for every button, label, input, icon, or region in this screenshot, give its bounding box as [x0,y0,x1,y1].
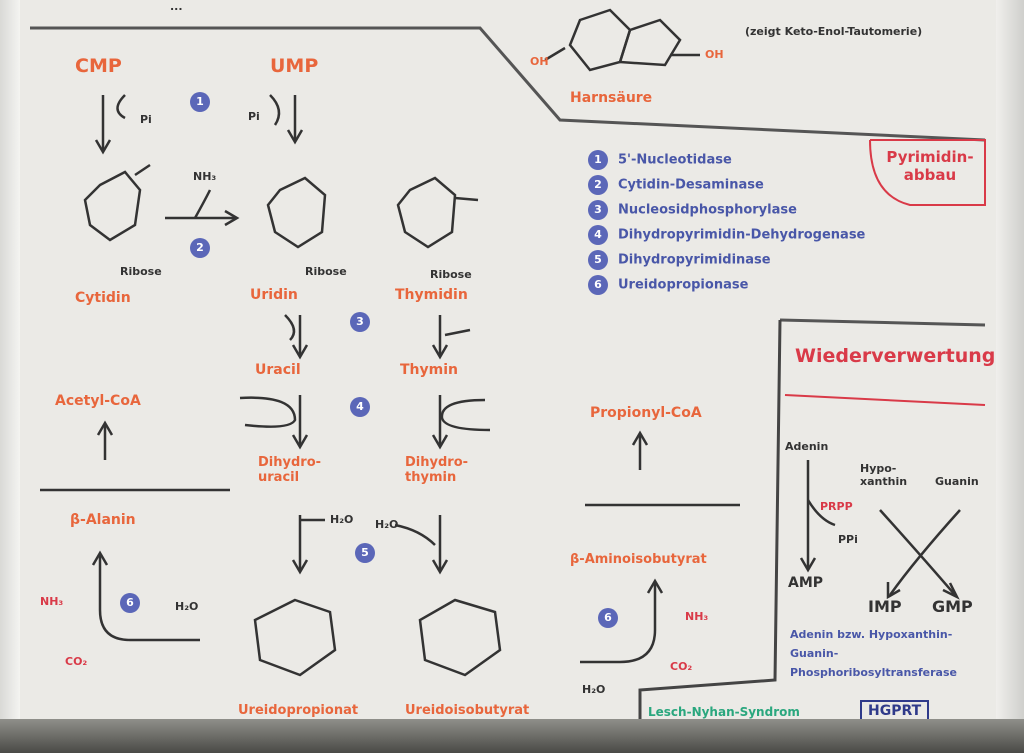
adenin-label: Adenin [785,440,829,453]
pi-label-cmp: Pi [140,113,152,126]
ribose-label-thymidin: Ribose [430,268,472,281]
guanin-label: Guanin [935,475,979,488]
dihydrothymin-label: Dihydro-thymin [405,455,469,485]
board-frame-left [0,0,20,753]
h2o-label-right: H₂O [582,683,606,696]
lesch-nyhan-label: Lesch-Nyhan-Syndrom [648,705,800,719]
gmp-label: GMP [932,597,973,616]
ureidoisobutyrat-label: Ureidoisobutyrat [405,703,530,718]
enzyme-1-marker: 1 [190,92,210,112]
salvage-enzyme-text: Adenin bzw. Hypoxanthin-Guanin-Phosphori… [790,628,957,679]
prpp-label: PRPP [820,500,853,513]
thymidin-label: Thymidin [395,287,468,303]
enzyme-6-marker-left: 6 [120,593,140,613]
uridin-label: Uridin [250,287,298,303]
tautomerie-note: (zeigt Keto-Enol-Tautomerie) [745,25,923,38]
h2o-label-dihydrothymin: H₂O [375,518,399,531]
board-frame-right [996,0,1024,753]
imp-label: IMP [868,597,902,616]
nh3-label-left: NH₃ [40,595,64,608]
amp-label: AMP [788,575,824,591]
nh3-label-right: NH₃ [685,610,709,623]
hypoxanthin-label: Hypo-xanthin [860,462,908,488]
pyrimidin-abbau-title: Pyrimidin-abbau [886,148,974,184]
thymin-label: Thymin [400,362,458,378]
harnsaeure-oh-right: OH [705,48,724,61]
enzyme-3-marker: 3 [350,312,370,332]
dihydrouracil-label: Dihydro-uracil [258,455,322,485]
ribose-label-cytidin: Ribose [120,265,162,278]
top-cut-text: ... [170,0,183,13]
beta-alanin-label: β-Alanin [70,512,136,528]
ppi-label: PPi [838,533,858,546]
enzyme-4-marker: 4 [350,397,370,417]
propionyl-coa-label: Propionyl-CoA [590,405,702,421]
aminoisobutyrat-label: β-Aminoisobutyrat [570,552,707,567]
harnsaeure-oh-left: OH [530,55,549,68]
pi-label-ump: Pi [248,110,260,123]
harnsaeure-label: Harnsäure [570,90,653,106]
enzyme-6-marker-right: 6 [598,608,618,628]
h2o-label-dihydrouracil: H₂O [330,513,354,526]
board-tray [0,719,1024,753]
acetyl-coa-label: Acetyl-CoA [55,393,141,409]
co2-label-right: CO₂ [670,660,693,673]
uracil-label: Uracil [255,362,301,378]
cytidin-label: Cytidin [75,290,131,306]
enzyme-5-marker: 5 [355,543,375,563]
h2o-label-left: H₂O [175,600,199,613]
ump-label: UMP [270,55,319,77]
enzyme-2-marker: 2 [190,238,210,258]
co2-label-left: CO₂ [65,655,88,668]
cmp-label: CMP [75,55,122,77]
nh3-label: NH₃ [193,170,217,183]
wiederverwertung-title: Wiederverwertung [795,345,996,367]
ribose-label-uridin: Ribose [305,265,347,278]
ureidopropionat-label: Ureidopropionat [238,703,359,718]
